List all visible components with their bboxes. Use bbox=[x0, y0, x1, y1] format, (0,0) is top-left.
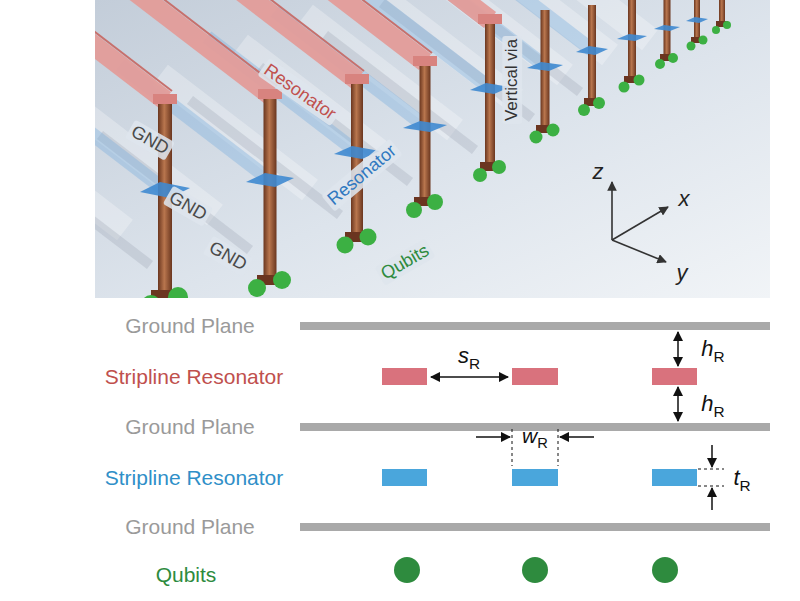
gnd-label: GND bbox=[125, 120, 175, 161]
blue-stripline bbox=[382, 469, 697, 486]
axis-label: y bbox=[674, 260, 691, 285]
layer-label: Stripline Resonator bbox=[102, 466, 287, 490]
axis-label: z bbox=[590, 159, 607, 184]
layer-label: Stripline Resonator bbox=[102, 365, 287, 389]
axis-label: x bbox=[676, 186, 693, 211]
axis-triad bbox=[612, 182, 668, 262]
gnd-label: GND bbox=[203, 236, 253, 277]
layer-label: Ground Plane bbox=[122, 515, 258, 539]
qubit-dot bbox=[394, 557, 678, 583]
dimension-label: sR bbox=[455, 343, 483, 368]
resonator-label: Resonator bbox=[321, 138, 403, 211]
dimension-label: tR bbox=[730, 465, 753, 490]
gnd-label: GND bbox=[163, 186, 213, 227]
qubit-label: Qubits bbox=[153, 563, 220, 587]
dimension-guides bbox=[512, 429, 724, 486]
qubit-label: Qubits bbox=[375, 239, 436, 286]
resonator-label: Resonator bbox=[258, 58, 343, 126]
layer-label: Ground Plane bbox=[122, 415, 258, 439]
via-label: Vertical via bbox=[502, 36, 522, 124]
dimension-label: hR bbox=[698, 336, 727, 361]
dimension-label: wR bbox=[519, 424, 551, 448]
red-stripline bbox=[382, 368, 697, 385]
dimension-arrows bbox=[431, 332, 712, 510]
ground-plane bbox=[300, 523, 770, 531]
dimension-label: hR bbox=[698, 391, 727, 416]
chip-illustration bbox=[95, 0, 770, 298]
ground-plane bbox=[300, 322, 770, 330]
layer-label: Ground Plane bbox=[122, 314, 258, 338]
cross-section bbox=[300, 322, 770, 583]
